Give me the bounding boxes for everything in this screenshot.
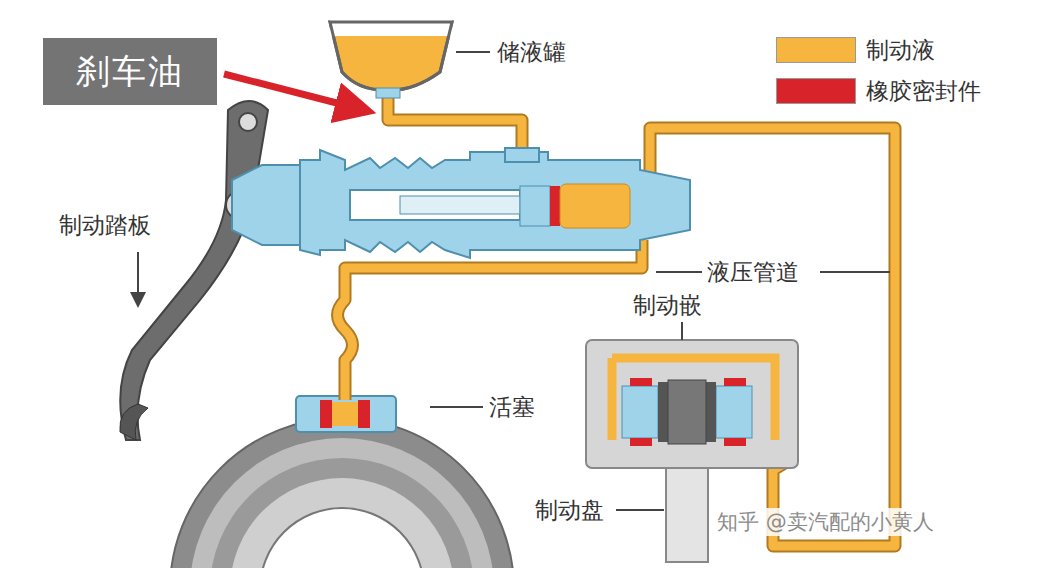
- callout-text: 刹车油: [76, 49, 184, 95]
- leader-line: [138, 52, 890, 510]
- legend-swatch: [776, 37, 856, 63]
- part-label: 制动嵌: [630, 291, 705, 319]
- part-label: 制动踏板: [56, 211, 154, 239]
- brake-drum: [170, 418, 514, 568]
- part-label: 制动盘: [532, 496, 607, 524]
- legend-swatch: [776, 78, 856, 104]
- part-label: 液压管道: [704, 258, 802, 286]
- wheel-cylinder: [296, 396, 396, 432]
- brake-pedal: [120, 101, 268, 440]
- legend-text: 橡胶密封件: [866, 77, 981, 105]
- fluid-reservoir: [330, 20, 452, 98]
- pointer-arrow: [224, 74, 356, 108]
- part-label: 活塞: [486, 393, 538, 421]
- callout-box: 刹车油: [43, 38, 217, 105]
- master-cylinder: [232, 148, 690, 258]
- legend-text: 制动液: [866, 36, 935, 64]
- watermark: 知乎 @卖汽配的小黄人: [714, 508, 937, 536]
- part-label: 储液罐: [494, 38, 569, 66]
